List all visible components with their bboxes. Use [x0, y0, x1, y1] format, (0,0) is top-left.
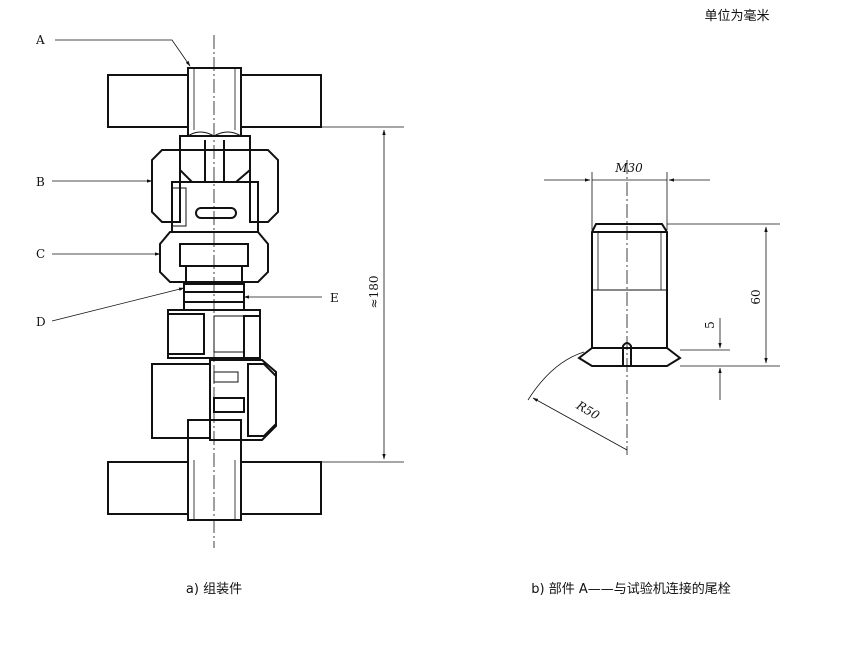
lower-body [167, 309, 261, 359]
part-a-drawing: M30 60 5 R50 [527, 160, 780, 455]
lower-tail-bolt [187, 419, 242, 521]
unit-note: 单位为毫米 [704, 8, 769, 24]
leader-d [51, 287, 185, 322]
part-a-bolt-body [577, 223, 682, 367]
label-e: E [330, 291, 339, 305]
assembly-drawing: ≈180 A B C D E [35, 33, 404, 548]
upper-body [171, 181, 259, 233]
upper-bolt-head [179, 135, 251, 183]
height-dimension: 60 [749, 289, 763, 304]
radius-arc [527, 351, 585, 401]
part-a-tail-bolt [187, 67, 242, 137]
label-b: B [36, 175, 45, 189]
part-b-nut [151, 149, 279, 223]
overall-dimension: ≈180 [367, 276, 381, 309]
label-d: D [36, 315, 46, 329]
slot-dimension: 5 [703, 321, 717, 329]
radius-dimension: R50 [573, 398, 602, 423]
lower-knurled-nut [151, 359, 277, 441]
radius-leader [532, 397, 628, 451]
caption-b: b) 部件 A——与试验机连接的尾栓 [531, 581, 730, 597]
bottom-grip-plate [107, 461, 322, 515]
label-a: A [35, 33, 45, 47]
caption-a: a) 组装件 [186, 582, 242, 597]
top-grip-plate [107, 74, 322, 128]
label-c: C [36, 247, 45, 261]
thread-dimension: M30 [614, 161, 643, 175]
leader-a [55, 39, 191, 67]
